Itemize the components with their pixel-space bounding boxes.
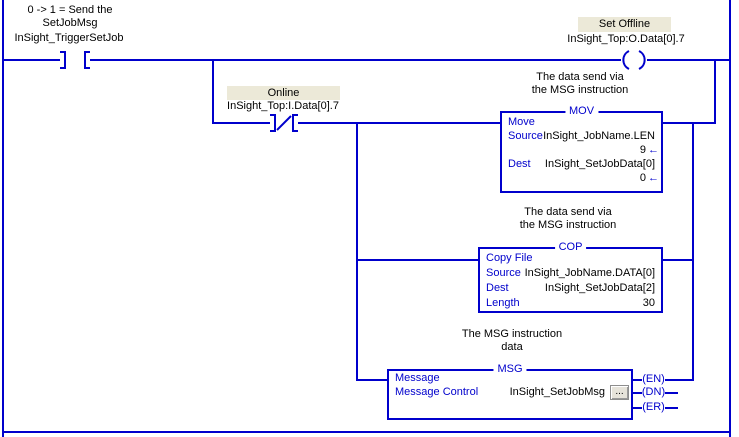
- ote-coil-icon[interactable]: [622, 50, 646, 70]
- mov-instruction[interactable]: MOV Move Source InSight_JobName.LEN 9 ← …: [500, 105, 663, 193]
- msg-flag-dn: (DN): [641, 386, 666, 398]
- online-contact-tag[interactable]: InSight_Top:I.Data[0].7: [227, 100, 339, 112]
- comment-line: The MSG instruction: [461, 328, 563, 340]
- mov-dest-value: 0: [639, 172, 646, 184]
- online-contact-description[interactable]: Online: [227, 86, 340, 100]
- mov-name: Move: [508, 116, 535, 128]
- cop-dest-operand[interactable]: InSight_SetJobData[2]: [544, 282, 655, 294]
- cop-source-label: Source: [486, 267, 521, 279]
- mov-dest-operand[interactable]: InSight_SetJobData[0]: [544, 158, 655, 170]
- comment-line: the MSG instruction: [519, 219, 617, 231]
- cop-title: COP: [554, 241, 587, 254]
- msg-instruction[interactable]: MSG Message Message Control InSight_SetJ…: [387, 363, 633, 420]
- msg-control-operand[interactable]: InSight_SetJobMsg: [509, 386, 605, 398]
- cop-instruction[interactable]: COP Copy File Source InSight_JobName.DAT…: [478, 241, 663, 313]
- offline-coil-description[interactable]: Set Offline: [578, 17, 671, 32]
- comment-line: The data send via: [524, 206, 612, 218]
- comment-line: 0 -> 1 = Send the: [27, 4, 113, 16]
- value-arrow-icon: ←: [648, 144, 659, 156]
- browse-button[interactable]: ...: [610, 385, 629, 400]
- msg-comment[interactable]: The MSG instruction data: [432, 328, 592, 354]
- cop-comment[interactable]: The data send via the MSG instruction: [488, 206, 648, 232]
- comment-line: SetJobMsg: [42, 17, 98, 29]
- msg-flag-er: (ER): [642, 401, 665, 413]
- comment-line: The data send via: [536, 71, 624, 83]
- mov-source-value: 9: [639, 144, 646, 156]
- xio-contact-icon[interactable]: [270, 114, 298, 132]
- cop-source-operand[interactable]: InSight_JobName.DATA[0]: [524, 267, 655, 279]
- cop-dest-label: Dest: [486, 282, 509, 294]
- cop-name: Copy File: [486, 252, 533, 264]
- xic-contact-icon[interactable]: [60, 51, 90, 69]
- rung-comment-trigger[interactable]: 0 -> 1 = Send the SetJobMsg: [4, 4, 136, 30]
- mov-title: MOV: [564, 105, 599, 118]
- msg-flag-en: (EN): [642, 373, 665, 385]
- mov-source-label: Source: [508, 130, 543, 142]
- mov-source-operand[interactable]: InSight_JobName.LEN: [543, 130, 655, 142]
- trigger-contact-tag[interactable]: InSight_TriggerSetJob: [14, 32, 124, 44]
- cop-length-value[interactable]: 30: [642, 297, 655, 309]
- msg-title: MSG: [493, 363, 527, 376]
- offline-coil-tag[interactable]: InSight_Top:O.Data[0].7: [567, 33, 685, 45]
- mov-dest-label: Dest: [508, 158, 531, 170]
- msg-control-label: Message Control: [395, 386, 479, 398]
- comment-line: the MSG instruction: [531, 84, 629, 96]
- value-arrow-icon: ←: [648, 172, 659, 184]
- msg-name: Message: [395, 372, 440, 384]
- cop-length-label: Length: [486, 297, 520, 309]
- mov-comment[interactable]: The data send via the MSG instruction: [500, 71, 660, 97]
- comment-line: data: [501, 341, 523, 353]
